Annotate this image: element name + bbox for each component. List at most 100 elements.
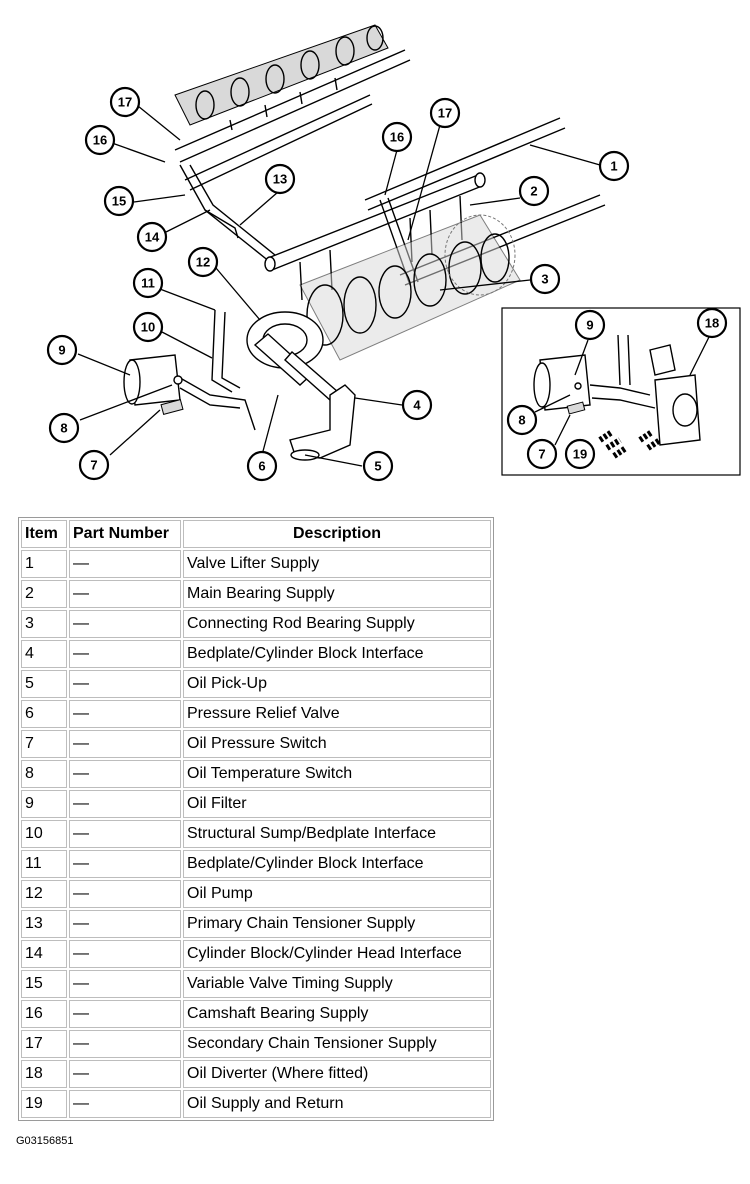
cell-part-number: — [69,910,181,938]
oil-pickup [289,384,356,461]
table-row: 6—Pressure Relief Valve [21,700,491,728]
cell-description: Oil Pump [183,880,491,908]
cell-description: Pressure Relief Valve [183,700,491,728]
cell-description: Bedplate/Cylinder Block Interface [183,640,491,668]
cell-item: 13 [21,910,67,938]
svg-text:17: 17 [438,106,452,121]
filter-pipes [174,309,256,431]
cell-description: Oil Supply and Return [183,1090,491,1118]
cell-item: 17 [21,1030,67,1058]
cell-part-number: — [69,820,181,848]
table-row: 12—Oil Pump [21,880,491,908]
cell-item: 9 [21,790,67,818]
table-row: 11—Bedplate/Cylinder Block Interface [21,850,491,878]
table-row: 17—Secondary Chain Tensioner Supply [21,1030,491,1058]
svg-text:10: 10 [141,320,155,335]
table-row: 5—Oil Pick-Up [21,670,491,698]
callout-14: 14 [136,221,168,253]
svg-text:16: 16 [390,130,404,145]
svg-text:8: 8 [60,421,67,436]
svg-text:15: 15 [112,194,126,209]
cell-part-number: — [69,790,181,818]
cell-part-number: — [69,1000,181,1028]
cell-item: 8 [21,760,67,788]
table-row: 2—Main Bearing Supply [21,580,491,608]
callout-9: 9 [46,334,78,366]
figure-id: G03156851 [16,1135,74,1147]
cell-part-number: — [69,760,181,788]
inset-callout-19: 19 [564,438,596,470]
cell-item: 12 [21,880,67,908]
callout-5: 5 [362,450,394,482]
cell-description: Oil Temperature Switch [183,760,491,788]
svg-text:17: 17 [118,95,132,110]
cell-item: 4 [21,640,67,668]
callout-17-right: 17 [429,97,461,129]
cell-description: Oil Pick-Up [183,670,491,698]
cell-item: 16 [21,1000,67,1028]
cell-part-number: — [69,730,181,758]
callout-3: 3 [529,263,561,295]
cell-description: Connecting Rod Bearing Supply [183,610,491,638]
cell-part-number: — [69,550,181,578]
svg-text:16: 16 [93,133,107,148]
callout-10: 10 [132,311,164,343]
cell-part-number: — [69,1030,181,1058]
table-row: 13—Primary Chain Tensioner Supply [21,910,491,938]
cell-part-number: — [69,850,181,878]
callout-17-left: 17 [109,86,141,118]
cell-part-number: — [69,970,181,998]
cell-part-number: — [69,580,181,608]
cell-description: Secondary Chain Tensioner Supply [183,1030,491,1058]
svg-text:9: 9 [58,343,65,358]
cell-description: Bedplate/Cylinder Block Interface [183,850,491,878]
cell-part-number: — [69,610,181,638]
svg-text:8: 8 [518,413,525,428]
callout-1: 1 [598,150,630,182]
table-row: 8—Oil Temperature Switch [21,760,491,788]
cell-item: 10 [21,820,67,848]
table-row: 10—Structural Sump/Bedplate Interface [21,820,491,848]
cell-part-number: — [69,700,181,728]
callout-12: 12 [187,246,219,278]
svg-text:5: 5 [374,459,381,474]
main-gallery [264,172,486,301]
callout-11: 11 [132,267,164,299]
svg-text:12: 12 [196,255,210,270]
svg-text:14: 14 [145,230,160,245]
table-row: 14—Cylinder Block/Cylinder Head Interfac… [21,940,491,968]
table-row: 7—Oil Pressure Switch [21,730,491,758]
svg-text:1: 1 [610,159,617,174]
lubrication-diagram-svg: 1 2 3 4 5 6 7 8 9 10 11 12 13 14 15 16 1… [46,24,741,482]
cell-description: Oil Filter [183,790,491,818]
svg-text:9: 9 [586,318,593,333]
cell-description: Oil Pressure Switch [183,730,491,758]
oil-filter [123,354,181,406]
table-header-row: Item Part Number Description [21,520,491,548]
cell-part-number: — [69,1060,181,1088]
header-item: Item [21,520,67,548]
head-feed-pipes [179,164,276,263]
cell-part-number: — [69,640,181,668]
lubrication-diagram: 1 2 3 4 5 6 7 8 9 10 11 12 13 14 15 16 1… [0,0,750,500]
callout-2: 2 [518,175,550,207]
inset-callout-9: 9 [574,309,606,341]
oil-pump [246,311,340,401]
svg-text:7: 7 [90,458,97,473]
cell-part-number: — [69,1090,181,1118]
crankshaft [299,214,521,361]
cell-item: 14 [21,940,67,968]
svg-text:2: 2 [530,184,537,199]
svg-text:13: 13 [273,172,287,187]
callout-4: 4 [401,389,433,421]
svg-text:11: 11 [141,276,155,291]
svg-text:7: 7 [538,447,545,462]
svg-text:4: 4 [413,398,421,413]
header-part-number: Part Number [69,520,181,548]
cell-part-number: — [69,880,181,908]
cell-description: Variable Valve Timing Supply [183,970,491,998]
cell-description: Camshaft Bearing Supply [183,1000,491,1028]
cell-item: 7 [21,730,67,758]
svg-text:6: 6 [258,459,265,474]
